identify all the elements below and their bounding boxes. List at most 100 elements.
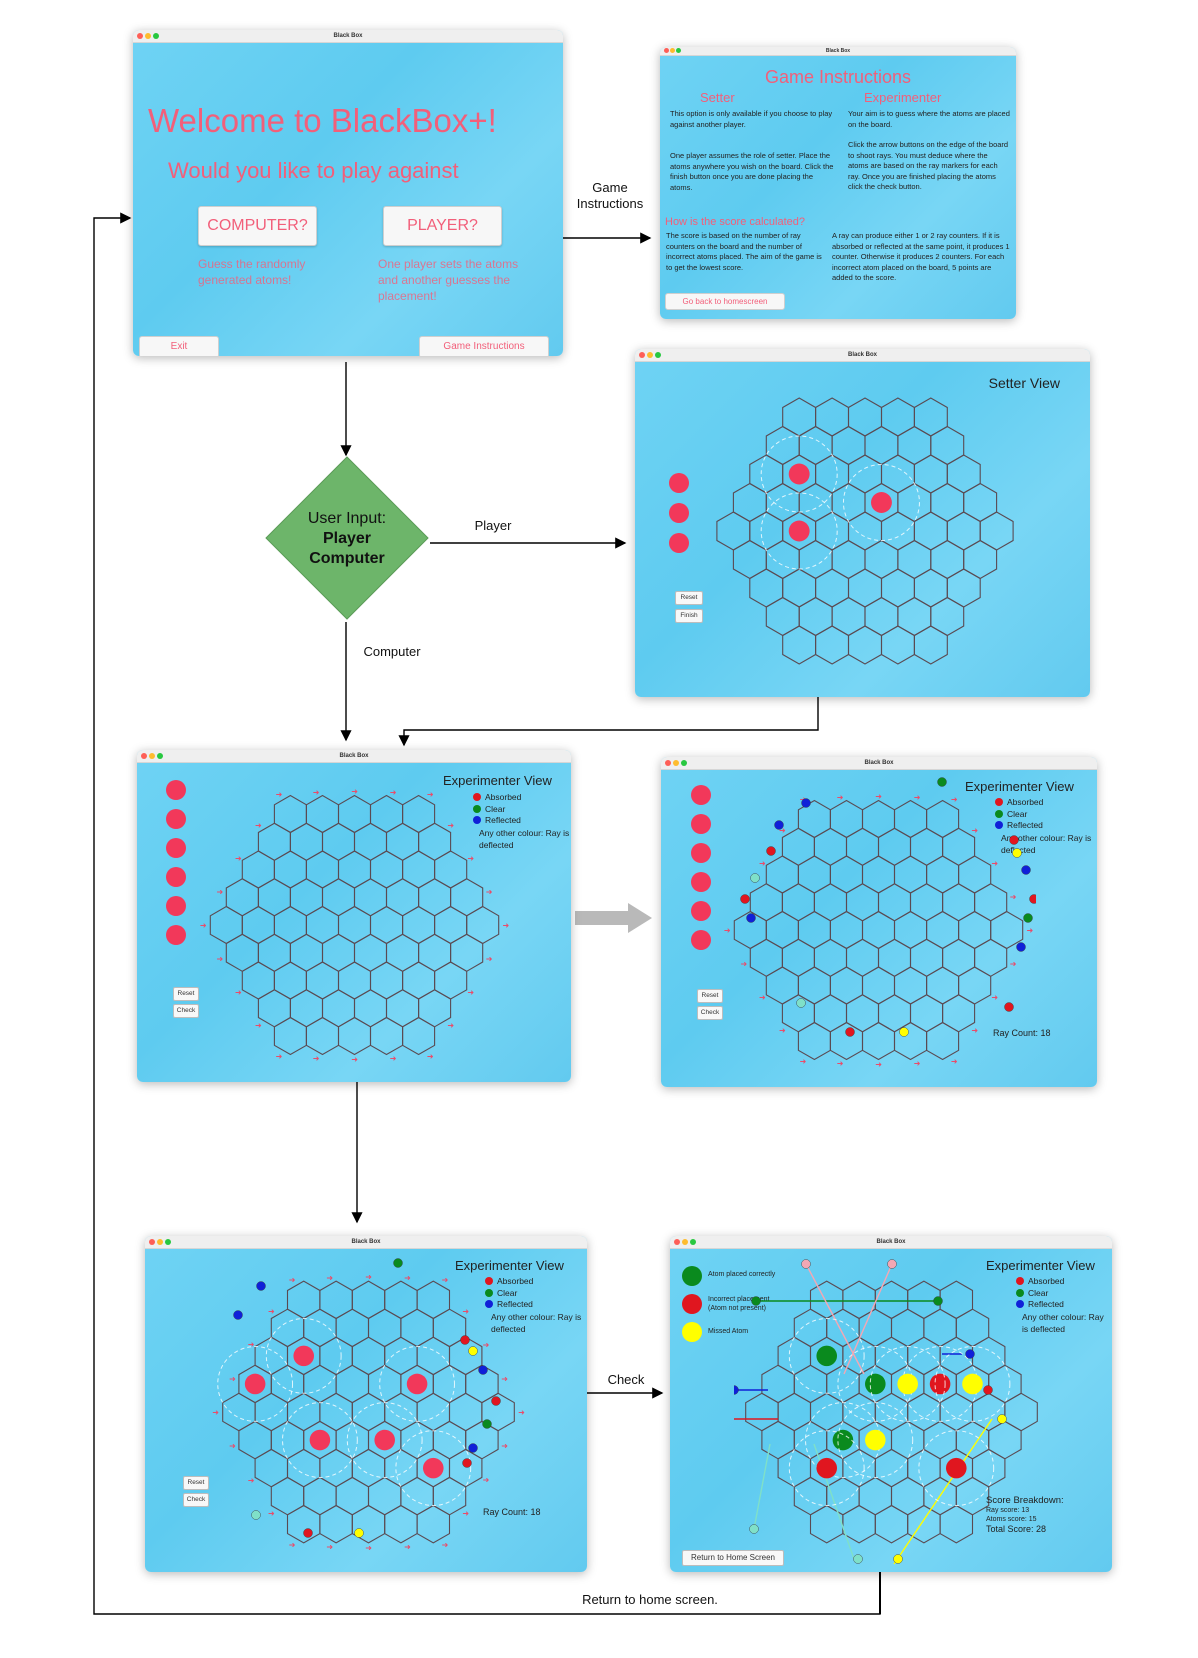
correct-atom	[865, 1373, 886, 1395]
hex-cell	[1004, 1392, 1038, 1432]
game-instructions-button[interactable]: Game Instructions	[419, 336, 549, 356]
minimize-dot-icon[interactable]	[670, 48, 675, 53]
finish-button[interactable]: Finish	[675, 609, 703, 623]
label-computer: Computer	[363, 644, 421, 659]
hex-cell	[874, 1448, 909, 1488]
reset-button[interactable]: Reset	[183, 1476, 209, 1490]
minimize-dot-icon[interactable]	[149, 753, 155, 759]
placed-atom	[788, 520, 810, 542]
close-dot-icon[interactable]	[665, 760, 671, 766]
reset-button[interactable]: Reset	[173, 987, 199, 1001]
zoom-dot-icon[interactable]	[157, 753, 163, 759]
ray-arrow-icon: ➜	[442, 1540, 449, 1549]
hex-cell	[946, 511, 981, 551]
legend-label: Absorbed	[1007, 797, 1044, 807]
tray-atom[interactable]	[691, 843, 711, 863]
hex-cell	[225, 878, 259, 917]
return-home-button[interactable]: Return to Home Screen	[682, 1550, 784, 1566]
title-bar: Black Box	[133, 30, 563, 43]
tray-atom[interactable]	[166, 780, 186, 800]
hex-cell	[337, 794, 372, 834]
minimize-dot-icon[interactable]	[682, 1239, 688, 1245]
hex-cell	[418, 822, 452, 861]
tray-atom[interactable]	[691, 901, 711, 921]
zoom-dot-icon[interactable]	[681, 760, 687, 766]
minimize-dot-icon[interactable]	[157, 1239, 163, 1245]
hex-cell	[990, 910, 1024, 950]
hex-cell	[809, 1392, 844, 1432]
hex-cell	[273, 905, 307, 945]
hex-cell	[890, 1476, 925, 1516]
hex-cell	[335, 1476, 370, 1516]
close-dot-icon[interactable]	[664, 48, 669, 53]
zoom-dot-icon[interactable]	[676, 48, 681, 53]
tray-atom[interactable]	[669, 533, 689, 553]
tray-atom[interactable]	[166, 896, 186, 916]
hex-cell	[303, 1364, 337, 1404]
ray-arrow-icon: ➜	[501, 1442, 508, 1451]
legend-reflected: Reflected	[473, 815, 521, 827]
hex-cell	[847, 454, 883, 494]
reset-button[interactable]: Reset	[697, 989, 723, 1003]
close-dot-icon[interactable]	[639, 352, 645, 358]
tray-atom[interactable]	[691, 872, 711, 892]
ray-marker	[1023, 913, 1033, 923]
close-dot-icon[interactable]	[674, 1239, 680, 1245]
ray-marker	[734, 1385, 739, 1395]
tray-atom[interactable]	[166, 809, 186, 829]
check-button[interactable]: Check	[183, 1493, 209, 1507]
hex-cell	[874, 1392, 909, 1432]
tray-atom[interactable]	[669, 503, 689, 523]
minimize-dot-icon[interactable]	[647, 352, 653, 358]
player-description: One player sets the atoms and another gu…	[378, 257, 519, 303]
ray-arrow-icon: ➜	[313, 788, 320, 797]
ray-arrow-icon: ➜	[229, 1442, 236, 1451]
tray-atom[interactable]	[691, 785, 711, 805]
zoom-dot-icon[interactable]	[153, 33, 159, 39]
ray-arrow-icon: ➜	[276, 1052, 283, 1061]
check-button[interactable]: Check	[697, 1006, 723, 1020]
ray-arrow-icon: ➜	[875, 1060, 882, 1069]
tray-atom[interactable]	[669, 473, 689, 493]
guessed-atom	[309, 1429, 331, 1451]
hex-cell	[797, 910, 831, 950]
legend-label: Reflected	[1007, 820, 1043, 830]
exit-button[interactable]: Exit	[139, 336, 219, 356]
minimize-dot-icon[interactable]	[145, 33, 151, 39]
tray-atom[interactable]	[166, 925, 186, 945]
zoom-dot-icon[interactable]	[165, 1239, 171, 1245]
hex-cell	[845, 938, 880, 977]
hex-cell	[765, 425, 800, 466]
hex-cell	[958, 910, 992, 950]
ray-arrow-icon: ➜	[951, 1057, 958, 1066]
tray-atom[interactable]	[691, 930, 711, 950]
window-title: Black Box	[825, 48, 851, 54]
check-button[interactable]: Check	[173, 1004, 199, 1018]
tray-atom[interactable]	[691, 814, 711, 834]
hex-cell	[418, 878, 452, 917]
close-dot-icon[interactable]	[149, 1239, 155, 1245]
player-button[interactable]: PLAYER?	[383, 206, 502, 246]
hex-cell	[926, 966, 960, 1005]
hex-cell	[337, 905, 372, 945]
computer-button[interactable]: COMPUTER?	[198, 206, 317, 246]
hex-cell	[963, 482, 998, 523]
zoom-dot-icon[interactable]	[655, 352, 661, 358]
close-dot-icon[interactable]	[137, 33, 143, 39]
missed-atom	[865, 1429, 886, 1451]
zoom-dot-icon[interactable]	[690, 1239, 696, 1245]
close-dot-icon[interactable]	[141, 753, 147, 759]
guessed-atom	[406, 1373, 428, 1395]
minimize-dot-icon[interactable]	[673, 760, 679, 766]
hex-cell	[847, 397, 883, 437]
tray-atom[interactable]	[166, 838, 186, 858]
ray-arrow-icon: ➜	[235, 854, 242, 863]
back-to-home-button[interactable]: Go back to homescreen	[665, 293, 785, 310]
incorrect-atom	[816, 1457, 838, 1479]
experimenter-view-title: Experimenter View	[443, 773, 552, 788]
tray-atom[interactable]	[166, 867, 186, 887]
hex-cell	[793, 1420, 828, 1460]
reset-button[interactable]: Reset	[675, 591, 703, 605]
hex-cell	[793, 1476, 828, 1516]
hex-cell	[897, 425, 932, 466]
